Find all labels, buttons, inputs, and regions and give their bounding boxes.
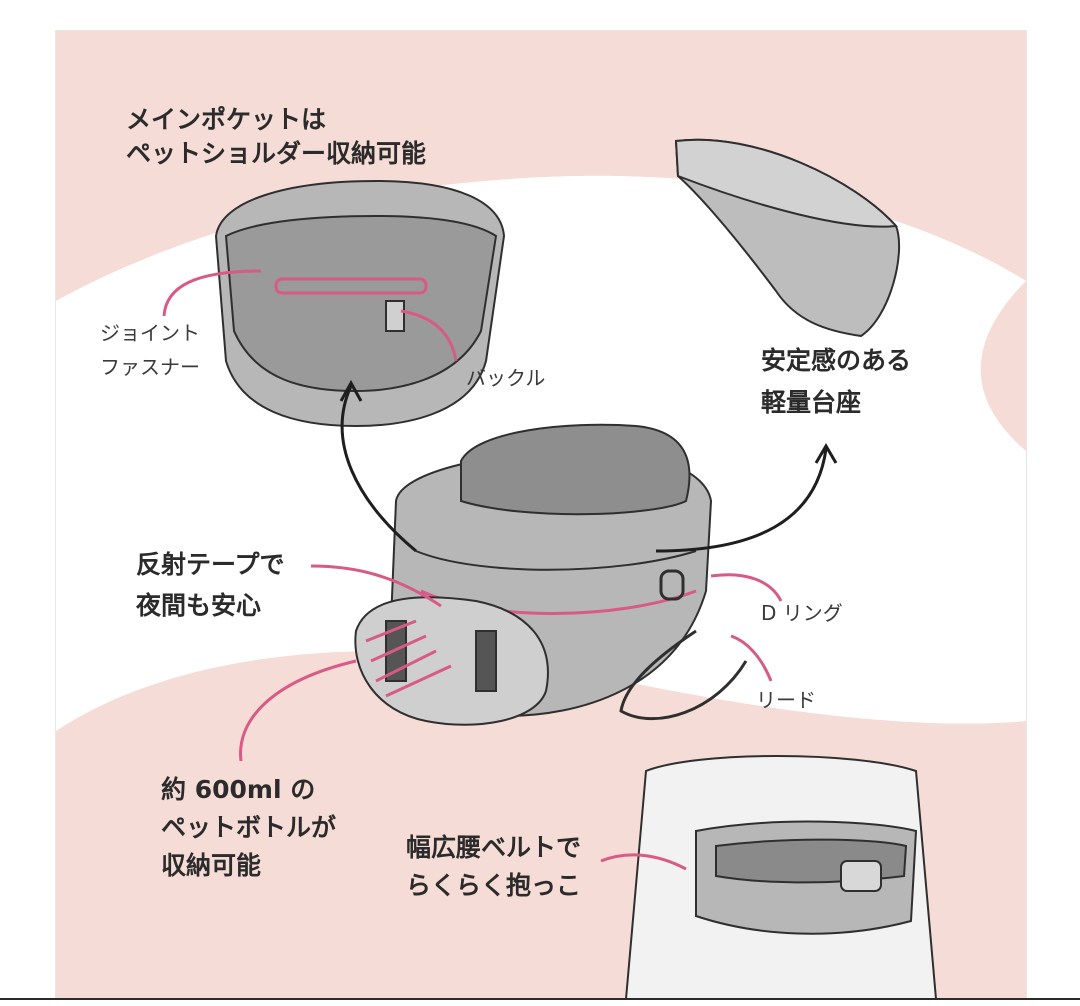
label-buckle: バックル	[466, 366, 546, 390]
label-stable-base-line2: 軽量台座	[761, 388, 862, 417]
leader-bottle	[239, 659, 357, 762]
leader-leash	[730, 634, 773, 682]
label-joint-fastener-line1: ジョイント	[100, 321, 200, 345]
arrow-to-stable-base	[655, 448, 828, 553]
leader-d-ring	[710, 573, 783, 602]
label-bottle-line1: 約 600ml の	[161, 775, 316, 804]
pink-background-right	[980, 281, 1026, 451]
leader-buckle	[400, 309, 458, 362]
label-main-pocket-line1: メインポケットは	[126, 105, 327, 134]
leader-reflective-tape	[310, 564, 442, 608]
main-pocket-illustration	[214, 179, 506, 428]
stable-base-illustration	[674, 138, 900, 338]
product-illustration: メインポケットは ペットショルダー収納可能 ジョイント ファスナー バックル 安…	[55, 30, 1027, 1000]
label-joint-fastener-line2: ファスナー	[100, 355, 200, 379]
waist-belt-illustration	[624, 755, 938, 999]
pink-background-top	[56, 31, 1026, 301]
leader-lines	[162, 269, 783, 871]
arrow-to-main-pocket	[340, 385, 417, 553]
leader-joint-fastener	[162, 269, 262, 317]
arrowhead-stable-base	[814, 443, 838, 464]
illustration-canvas	[56, 31, 1026, 999]
label-wide-belt-line1: 幅広腰ベルトで	[406, 833, 582, 862]
label-bottle-line2: ペットボトルが	[161, 813, 337, 842]
bottom-divider	[0, 998, 1080, 1000]
label-bottle-line3: 収納可能	[161, 851, 262, 880]
arrowhead-main-pocket	[339, 379, 363, 402]
label-leash: リード	[756, 688, 816, 712]
label-stable-base-line1: 安定感のある	[761, 346, 912, 375]
label-main-pocket-line2: ペットショルダー収納可能	[126, 139, 427, 168]
label-wide-belt-line2: らくらく抱っこ	[406, 871, 582, 900]
label-reflective-tape-line2: 夜間も安心	[136, 591, 262, 620]
hip-seat-bag-illustration	[354, 423, 748, 726]
leader-wide-belt	[600, 853, 687, 871]
label-reflective-tape-line1: 反射テープで	[136, 550, 285, 579]
label-d-ring: D リング	[761, 601, 843, 625]
